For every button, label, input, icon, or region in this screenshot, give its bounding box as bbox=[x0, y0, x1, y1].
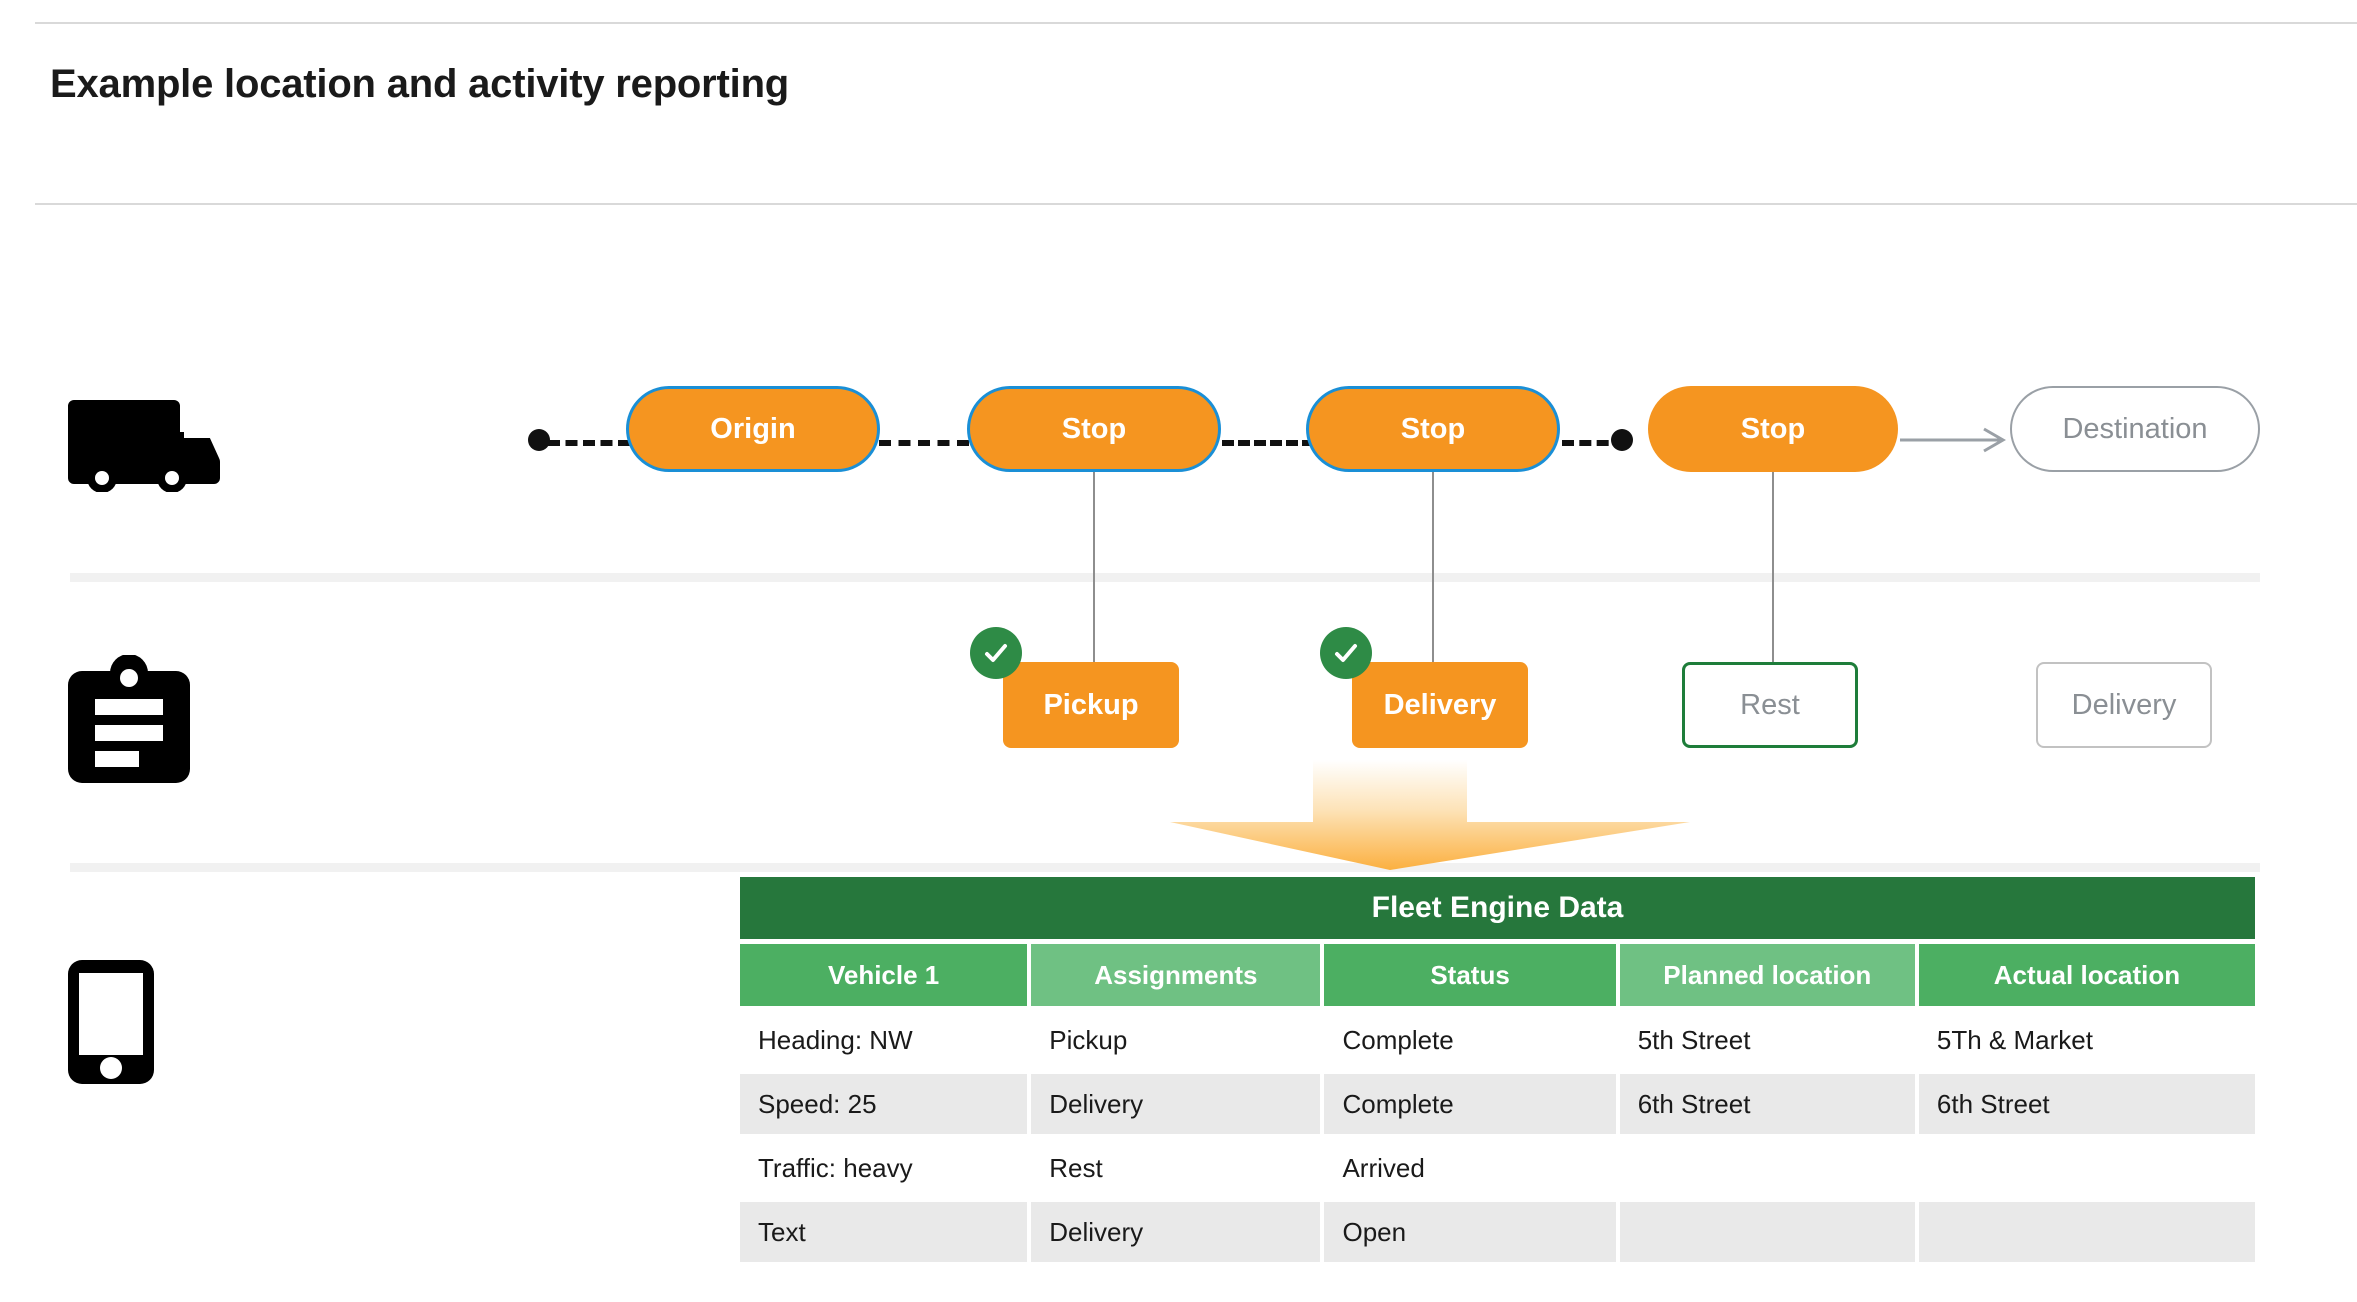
route-dash-2 bbox=[1222, 440, 1314, 446]
cell-vehicle: Traffic: heavy bbox=[740, 1138, 1028, 1198]
table-row: Traffic: heavy Rest Arrived bbox=[740, 1138, 2255, 1198]
top-divider bbox=[35, 22, 2357, 24]
route-mid-dot bbox=[1611, 429, 1633, 451]
cell-actual-location bbox=[1918, 1138, 2255, 1198]
cell-actual-location: 6th Street bbox=[1918, 1074, 2255, 1134]
column-header-vehicle[interactable]: Vehicle 1 bbox=[740, 944, 1028, 1006]
cell-assignment: Delivery bbox=[1031, 1202, 1321, 1262]
activity-rest[interactable]: Rest bbox=[1682, 662, 1858, 748]
cell-assignment: Rest bbox=[1031, 1138, 1321, 1198]
cell-vehicle: Speed: 25 bbox=[740, 1074, 1028, 1134]
cell-planned-location bbox=[1619, 1138, 1915, 1198]
cell-planned-location bbox=[1619, 1202, 1915, 1262]
cell-status: Complete bbox=[1324, 1010, 1616, 1070]
route-dash-3 bbox=[1562, 440, 1626, 446]
route-node-label: Origin bbox=[710, 412, 796, 445]
phone-icon bbox=[68, 960, 154, 1084]
activity-label: Pickup bbox=[1043, 688, 1139, 721]
cell-status: Arrived bbox=[1324, 1138, 1616, 1198]
connector-stop2-delivery bbox=[1432, 472, 1434, 662]
cell-actual-location: 5Th & Market bbox=[1918, 1010, 2255, 1070]
column-header-planned-location[interactable]: Planned location bbox=[1619, 944, 1915, 1006]
data-flow-arrow-icon bbox=[1170, 760, 1690, 870]
activity-label: Rest bbox=[1740, 688, 1800, 721]
activity-pickup[interactable]: Pickup bbox=[1003, 662, 1179, 748]
table-row: Speed: 25 Delivery Complete 6th Street 6… bbox=[740, 1074, 2255, 1134]
truck-icon bbox=[68, 400, 220, 492]
activity-delivery-pending[interactable]: Delivery bbox=[2036, 662, 2212, 748]
title-divider bbox=[35, 203, 2357, 205]
route-node-label: Stop bbox=[1400, 412, 1466, 445]
column-header-assignments[interactable]: Assignments bbox=[1031, 944, 1321, 1006]
route-node-destination[interactable]: Destination bbox=[2010, 386, 2260, 472]
route-start-dot bbox=[528, 429, 550, 451]
cell-status: Open bbox=[1324, 1202, 1616, 1262]
route-node-stop-1[interactable]: Stop bbox=[967, 386, 1221, 472]
cell-assignment: Delivery bbox=[1031, 1074, 1321, 1134]
activity-complete-check-icon bbox=[1320, 627, 1372, 679]
fleet-engine-data-table: Fleet Engine Data Vehicle 1 Assignments … bbox=[740, 877, 2256, 1262]
table-row: Text Delivery Open bbox=[740, 1202, 2255, 1262]
column-header-status[interactable]: Status bbox=[1324, 944, 1616, 1006]
table-row: Heading: NW Pickup Complete 5th Street 5… bbox=[740, 1010, 2255, 1070]
connector-stop1-pickup bbox=[1093, 472, 1095, 662]
cell-vehicle: Text bbox=[740, 1202, 1028, 1262]
clipboard-icon bbox=[68, 655, 190, 783]
column-header-actual-location[interactable]: Actual location bbox=[1918, 944, 2256, 1006]
cell-planned-location: 6th Street bbox=[1619, 1074, 1915, 1134]
route-node-origin[interactable]: Origin bbox=[626, 386, 880, 472]
route-node-stop-3[interactable]: Stop bbox=[1648, 386, 1898, 472]
cell-assignment: Pickup bbox=[1031, 1010, 1321, 1070]
table-header-row: Vehicle 1 Assignments Status Planned loc… bbox=[740, 944, 2256, 1006]
lane-divider-activity-device bbox=[70, 863, 2260, 872]
cell-vehicle: Heading: NW bbox=[740, 1010, 1028, 1070]
cell-planned-location: 5th Street bbox=[1619, 1010, 1915, 1070]
table-title: Fleet Engine Data bbox=[740, 877, 2255, 939]
route-node-label: Stop bbox=[1740, 412, 1806, 445]
lane-divider-vehicle-activity bbox=[70, 573, 2260, 582]
activity-delivery-complete[interactable]: Delivery bbox=[1352, 662, 1528, 748]
cell-actual-location bbox=[1918, 1202, 2255, 1262]
route-node-label: Stop bbox=[1061, 412, 1127, 445]
activity-label: Delivery bbox=[1383, 688, 1497, 721]
connector-stop3-rest bbox=[1772, 472, 1774, 662]
cell-status: Complete bbox=[1324, 1074, 1616, 1134]
route-arrow-destination bbox=[1900, 427, 2006, 453]
route-dash-1 bbox=[879, 440, 969, 446]
activity-label: Delivery bbox=[2071, 688, 2177, 721]
activity-complete-check-icon bbox=[970, 627, 1022, 679]
route-node-stop-2[interactable]: Stop bbox=[1306, 386, 1560, 472]
route-node-label: Destination bbox=[2062, 412, 2208, 445]
route-dash-0 bbox=[548, 440, 630, 446]
page-title: Example location and activity reporting bbox=[50, 62, 790, 106]
